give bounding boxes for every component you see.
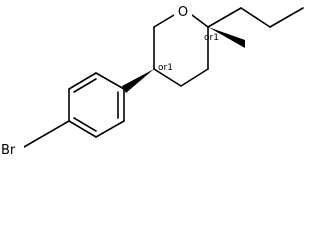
oxygen-label-background bbox=[174, 3, 192, 20]
bond-ar5-ar6 bbox=[95, 120, 125, 138]
bromine-atom-label: Br bbox=[1, 143, 16, 158]
bond-o1-c2 bbox=[191, 14, 209, 28]
molecule-structure: O Br or1 or1 bbox=[0, 3, 304, 158]
propyl-chain bbox=[207, 7, 304, 28]
bond-propyl-b-c bbox=[269, 7, 304, 28]
oxygen-atom-label: O bbox=[178, 5, 188, 20]
double-bond-ar2-ar3 bbox=[73, 78, 97, 93]
bond-ar4-br bbox=[23, 120, 70, 148]
stereo-label-c2: or1 bbox=[204, 33, 219, 43]
bond-c6-o1 bbox=[153, 14, 175, 28]
wedge-bond-c2-h bbox=[208, 27, 245, 48]
wedge-bond-c5-aryl bbox=[122, 69, 154, 93]
pyran-ring bbox=[153, 14, 209, 87]
bromophenyl-ring bbox=[68, 72, 125, 138]
bond-ar2-ar3 bbox=[68, 72, 97, 90]
bond-c3-c4 bbox=[180, 68, 209, 87]
bond-ar1-ar2 bbox=[95, 72, 125, 90]
double-bond-ar4-ar5 bbox=[73, 117, 97, 132]
bromine-label-background bbox=[0, 141, 24, 158]
bond-ar4-ar5 bbox=[68, 120, 97, 138]
bond-propyl-a-b bbox=[240, 7, 271, 28]
bond-c4-c5 bbox=[153, 68, 182, 87]
stereo-label-c5: or1 bbox=[158, 63, 173, 73]
bond-c2-propyl-a bbox=[207, 7, 242, 28]
